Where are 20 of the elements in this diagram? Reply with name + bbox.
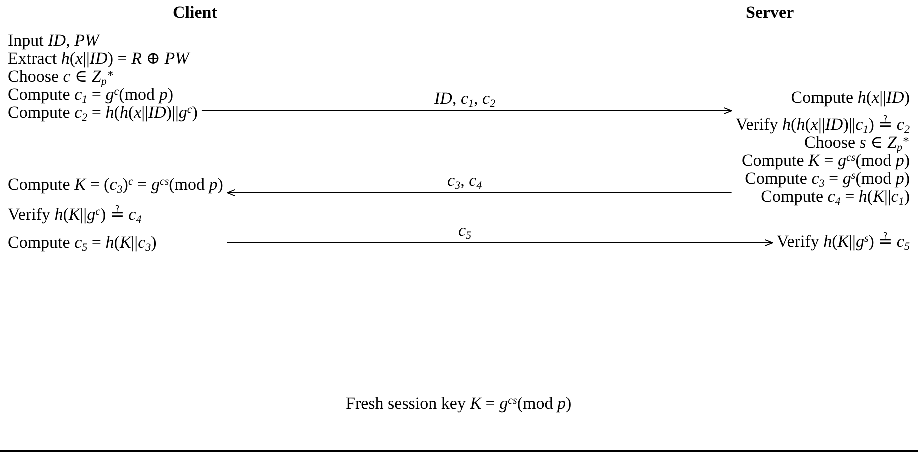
message-arrow <box>226 189 732 197</box>
protocol-step: Compute K = (c$_{3}$)$^{c}$ = g$^{cs}$(mod p) <box>8 176 224 194</box>
protocol-step: Compute c$_{2}$ = h(h(x||ID)||g$^{c}$) <box>8 104 198 122</box>
protocol-step: Compute c$_{1}$ = g$^{c}$(mod p) <box>8 86 198 104</box>
protocol-step: Input ID, PW <box>8 32 198 50</box>
message-arrow <box>201 107 732 115</box>
column-heading: Client <box>173 3 218 23</box>
session-key-note: Fresh session key K = g$^{cs}$(mod p) <box>346 394 572 414</box>
protocol-step: Compute h(x||ID) <box>736 89 910 107</box>
protocol-step: Verify h(K||g$^{s}$) ≟ c$_{5}$ <box>776 233 910 251</box>
column-heading: Server <box>746 3 794 23</box>
protocol-step: Compute c$_{4}$ = h(K||c$_{1}$) <box>736 188 910 206</box>
protocol-step: Verify h(K||g$^{c}$) ≟ c$_{4}$ <box>8 206 224 224</box>
protocol-step: Verify h(h(x||ID)||c$_{1}$) ≟ c$_{2}$ <box>736 116 910 134</box>
protocol-step: Extract h(x||ID) = R ⊕ PW <box>8 50 198 68</box>
protocol-step: Compute K = g$^{cs}$(mod p) <box>736 152 910 170</box>
protocol-step: Compute c$_{5}$ = h(K||c$_{3}$) <box>8 234 224 252</box>
message-arrow <box>226 239 774 247</box>
message-label: ID, c$_{1}$, c$_{2}$ <box>432 91 498 107</box>
protocol-step: Compute c$_{3}$ = g$^{s}$(mod p) <box>736 170 910 188</box>
